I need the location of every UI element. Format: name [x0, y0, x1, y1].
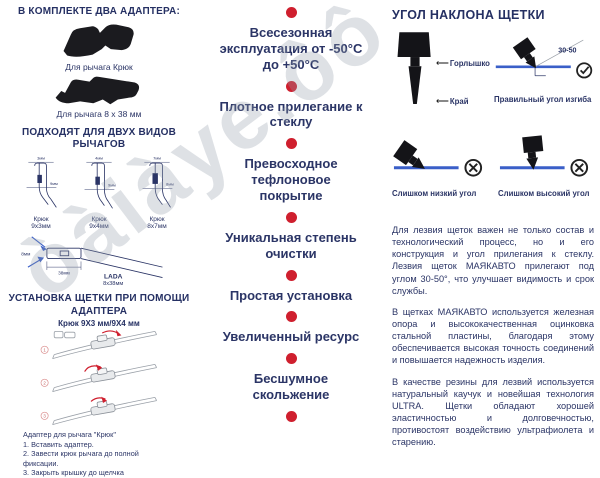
left-arrow-icon: ⟵	[436, 96, 449, 106]
blade-parts-diagram: ⟵ Горлышко ⟵ Край	[392, 26, 492, 126]
feature-item: Превосходное тефлоновое покрытие	[244, 156, 338, 204]
left-arrow-icon: ⟵	[436, 58, 449, 68]
body-paragraph: В качестве резины для лезвий используетс…	[392, 376, 594, 448]
angle-heading: УГОЛ НАКЛОНА ЩЕТКИ	[392, 8, 545, 22]
blade-silhouette-icon	[397, 32, 431, 104]
hook-size: 9х4мм	[89, 223, 109, 231]
neck-label: ⟵ Горлышко	[436, 58, 490, 68]
bullet-dot	[285, 80, 297, 92]
install-subheading: Крюк 9Х3 мм/9Х4 мм	[58, 319, 140, 329]
svg-text:3мм: 3мм	[37, 155, 45, 160]
feature-item: Увеличенный ресурс	[222, 329, 360, 345]
correct-angle-caption: Правильный угол изгиба	[494, 95, 592, 104]
correct-angle-icon: 30-50	[495, 37, 593, 79]
bullet-dot	[285, 138, 297, 150]
instruction-step: 2. Завести крюк рычага до полной фиксаци…	[23, 449, 139, 468]
svg-text:9мм: 9мм	[108, 182, 116, 187]
hook-adapter-image	[63, 23, 134, 57]
svg-text:7мм: 7мм	[153, 155, 161, 160]
angle-panel: УГОЛ НАКЛОНА ЩЕТКИ ⟵ Горлышко ⟵ Край	[392, 0, 594, 457]
install-step-2-image: 2	[40, 364, 157, 393]
svg-text:LADA: LADA	[104, 274, 123, 281]
body-paragraph: В щетках МАЯКАВТО используется железная …	[392, 306, 594, 366]
hook-adapter-caption: Для рычага Крюк	[65, 61, 133, 72]
correct-angle-diagram: 30-50 Правильный угол изгиба	[494, 26, 594, 126]
feature-item: Простая установка	[229, 287, 353, 303]
side-pin-adapter-caption: Для рычага 8 х 38 мм	[56, 108, 142, 119]
bullet-dot	[285, 353, 297, 365]
side-pin-adapter-image	[55, 76, 140, 104]
too-low-angle-icon	[393, 140, 483, 177]
bullet-dot	[285, 411, 297, 423]
bullet-dot	[285, 7, 297, 18]
adapters-heading: В КОМПЛЕКТЕ ДВА АДАПТЕРА:	[18, 6, 180, 17]
svg-text:9мм: 9мм	[50, 180, 58, 185]
hook-name: Крюк	[33, 215, 49, 223]
hook-arm-icon: 4мм 9мм	[84, 155, 116, 209]
too-low-angle-diagram: Слишком низкий угол	[392, 130, 488, 218]
svg-text:2: 2	[43, 380, 46, 385]
svg-text:8мм: 8мм	[21, 252, 30, 258]
bullet-dot	[285, 211, 297, 223]
too-high-caption: Слишком высокий угол	[498, 189, 590, 198]
install-step-1-image: 1	[40, 329, 157, 360]
svg-text:3: 3	[43, 413, 46, 418]
check-circle-icon	[576, 62, 593, 79]
bullet-dot	[285, 311, 297, 323]
svg-text:30-50: 30-50	[558, 47, 576, 55]
hook-size: 9х3мм	[31, 223, 51, 231]
hook-arm-icon: 7мм 8мм	[142, 155, 174, 208]
hook-diagram-9x3: 3мм 9мм Крюк 9х3мм	[15, 155, 67, 232]
too-high-angle-icon	[499, 135, 589, 177]
svg-text:4мм: 4мм	[95, 155, 103, 160]
instruction-step: 1. Вставить адаптер.	[23, 439, 94, 449]
features-panel: Всесезонная эксплуатация от -50°C до +50…	[196, 0, 386, 428]
bullet-dot	[285, 269, 297, 281]
install-step-3-image: 3	[40, 396, 157, 426]
hook-size: 8х7мм	[147, 223, 167, 231]
adapter-instructions: Адаптер для рычага "Крюк" 1. Вставить ад…	[23, 430, 175, 477]
feature-item: Бесшумное скольжение	[252, 371, 330, 403]
install-heading: УСТАНОВКА ЩЕТКИ ПРИ ПОМОЩИ АДАПТЕРА	[8, 293, 190, 317]
arms-heading: ПОДХОДЯТ ДЛЯ ДВУХ ВИДОВ РЫЧАГОВ	[21, 126, 177, 151]
too-high-angle-diagram: Слишком высокий угол	[498, 130, 594, 218]
instruction-step: 3. Закрыть крышку до щелчка	[23, 468, 124, 478]
feature-item: Всесезонная эксплуатация от -50°C до +50…	[219, 25, 363, 72]
svg-text:1: 1	[43, 347, 46, 352]
svg-text:8мм: 8мм	[166, 181, 174, 186]
hook-name: Крюк	[149, 215, 165, 223]
hook-diagram-9x4: 4мм 9мм Крюк 9х4мм	[73, 155, 125, 232]
hook-arm-icon: 3мм 9мм	[26, 155, 58, 208]
instructions-title: Адаптер для рычага "Крюк"	[23, 430, 116, 440]
hook-diagram-8x7: 7мм 8мм Крюк 8х7мм	[131, 155, 183, 232]
edge-label: ⟵ Край	[436, 96, 469, 106]
hook-types-diagrams: 3мм 9мм Крюк 9х3мм 4мм 9мм Крюк	[6, 155, 192, 232]
svg-text:38мм: 38мм	[58, 271, 70, 277]
feature-item: Плотное прилегание к стеклу	[219, 98, 363, 130]
feature-item: Уникальная степень очистки	[225, 229, 357, 261]
svg-text:8х38мм: 8х38мм	[103, 281, 123, 287]
body-paragraph: Для лезвия щеток важен не только состав …	[392, 225, 594, 296]
left-panel: В КОМПЛЕКТЕ ДВА АДАПТЕРА: Для рычага Крю…	[6, 0, 192, 478]
too-low-caption: Слишком низкий угол	[392, 189, 477, 198]
lada-arm-diagram: 8мм 38мм LADA 8х38мм	[21, 236, 163, 287]
hook-name: Крюк	[91, 215, 107, 223]
